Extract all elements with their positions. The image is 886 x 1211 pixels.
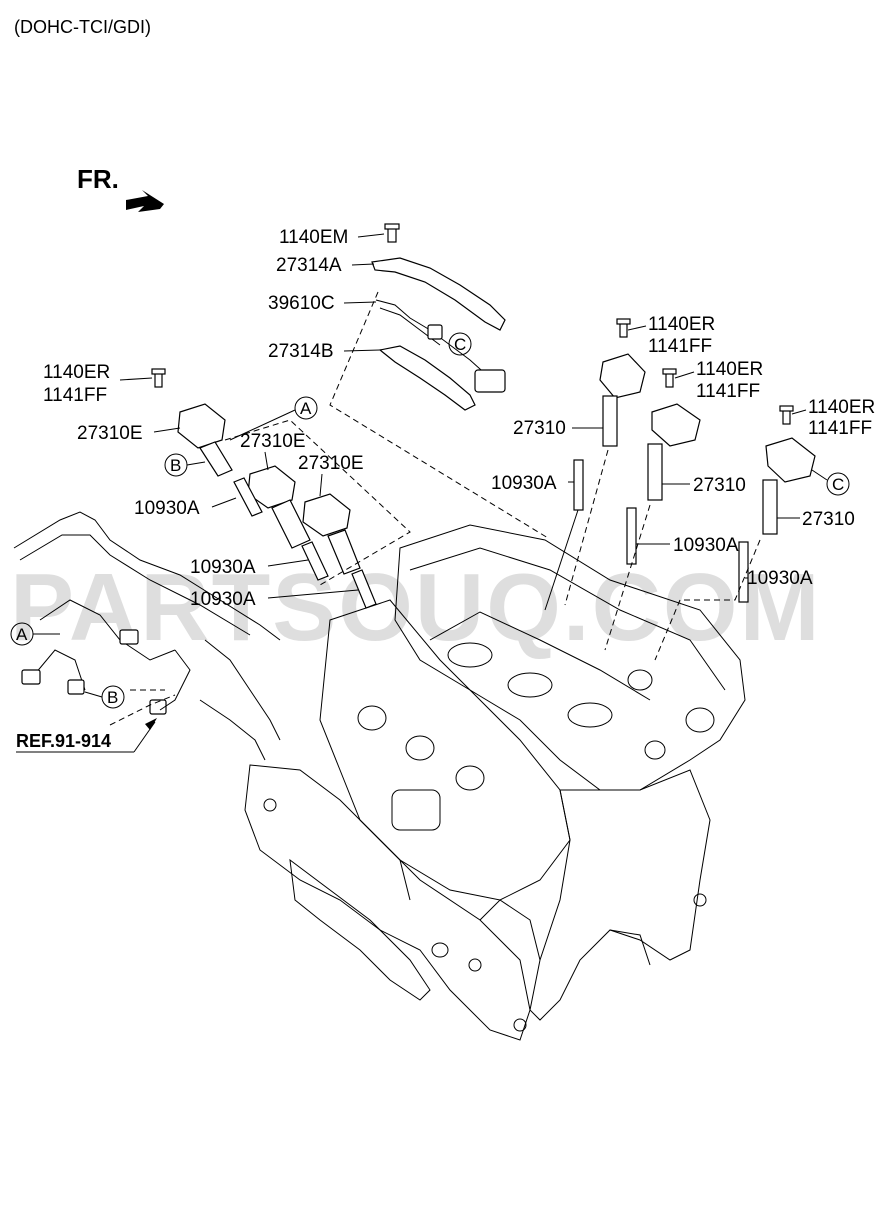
callout-a-coil: A bbox=[300, 399, 312, 418]
label-27310e-2[interactable]: 27310E bbox=[240, 431, 306, 452]
reference-label: REF.91-914 bbox=[16, 731, 111, 751]
callout-a-left: A bbox=[16, 625, 28, 644]
label-10930a-r3[interactable]: 10930A bbox=[747, 568, 813, 589]
label-1140em[interactable]: 1140EM bbox=[279, 227, 348, 248]
bracket-assembly-top bbox=[329, 223, 549, 539]
callout-c-top: C bbox=[454, 335, 466, 354]
label-1140er-r2[interactable]: 1140ER bbox=[696, 359, 763, 380]
label-27310e-3[interactable]: 27310E bbox=[298, 453, 364, 474]
label-1140er-r1[interactable]: 1140ER bbox=[648, 314, 715, 335]
label-27310e-1[interactable]: 27310E bbox=[77, 423, 143, 444]
label-1141ff-r2[interactable]: 1141FF bbox=[696, 381, 760, 402]
label-27314b[interactable]: 27314B bbox=[268, 341, 334, 362]
label-27310-r2[interactable]: 27310 bbox=[693, 475, 746, 496]
label-27314a[interactable]: 27314A bbox=[276, 255, 342, 276]
variant-label: (DOHC-TCI/GDI) bbox=[14, 17, 151, 37]
label-1141ff-left[interactable]: 1141FF bbox=[43, 385, 107, 406]
coil-cluster-left bbox=[151, 368, 411, 609]
label-1140er-left[interactable]: 1140ER bbox=[43, 362, 110, 383]
front-label: FR. bbox=[77, 164, 119, 194]
label-1140er-r3[interactable]: 1140ER bbox=[808, 397, 875, 418]
callout-c-right: C bbox=[832, 475, 844, 494]
label-10930a-1[interactable]: 10930A bbox=[134, 498, 200, 519]
wiring-harness-left bbox=[13, 511, 281, 761]
label-1141ff-r1[interactable]: 1141FF bbox=[648, 336, 712, 357]
label-10930a-r1[interactable]: 10930A bbox=[491, 473, 557, 494]
label-39610c[interactable]: 39610C bbox=[268, 293, 335, 314]
callout-b-coil: B bbox=[170, 456, 181, 475]
label-10930a-r2[interactable]: 10930A bbox=[673, 535, 739, 556]
coil-cluster-right bbox=[544, 318, 816, 661]
front-arrow-icon bbox=[126, 190, 164, 212]
label-27310-r1[interactable]: 27310 bbox=[513, 418, 566, 439]
label-1141ff-r3[interactable]: 1141FF bbox=[808, 418, 872, 439]
label-10930a-2[interactable]: 10930A bbox=[190, 557, 256, 578]
callout-b-left: B bbox=[107, 688, 118, 707]
engine-block bbox=[244, 524, 746, 1041]
label-10930a-3[interactable]: 10930A bbox=[190, 589, 256, 610]
label-27310-r3[interactable]: 27310 bbox=[802, 509, 855, 530]
watermark: PARTSOUQ.COM bbox=[10, 554, 822, 661]
